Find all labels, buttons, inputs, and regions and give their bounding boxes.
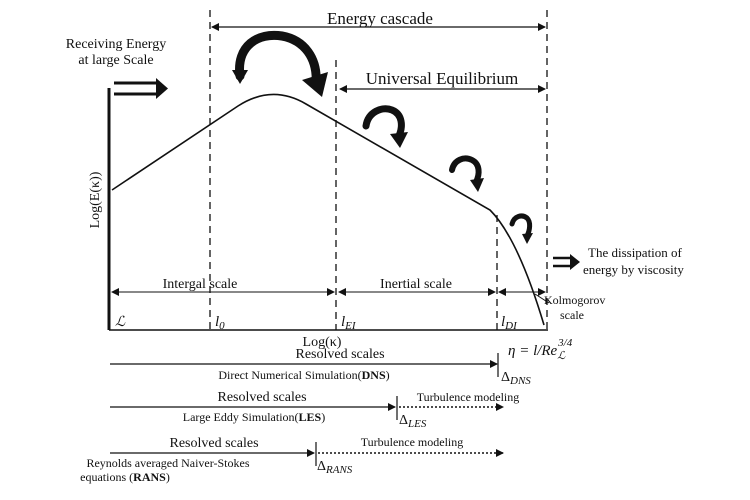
inertial-scale-label: Inertial scale <box>380 277 452 292</box>
rans-method-label-2: equations (RANS) <box>80 470 170 484</box>
dns-resolved-label: Resolved scales <box>295 347 384 362</box>
dns-method-label: Direct Numerical Simulation(DNS) <box>218 368 389 382</box>
small-eddy-arrow <box>449 155 484 192</box>
kolmogorov-eta-formula: η = l/Reℒ3/4 <box>508 337 573 362</box>
rans-modeling-label: Turbulence modeling <box>361 435 464 449</box>
rans-delta: ΔRANS <box>317 459 353 476</box>
scale-label-l0: l0 <box>215 314 225 332</box>
receiving-energy-label-2: at large Scale <box>78 53 153 68</box>
dissipation-label-2: energy by viscosity <box>583 262 684 277</box>
kolmogorov-label-1: Kolmogorov <box>544 293 605 307</box>
large-eddy-arrow <box>232 30 328 97</box>
x-axis-label: Log(κ) <box>303 335 342 350</box>
les-method-label: Large Eddy Simulation(LES) <box>183 410 325 424</box>
les-modeling-label: Turbulence modeling <box>417 390 520 404</box>
y-axis-label: Log(E(κ)) <box>88 171 103 228</box>
dissipation-label-1: The dissipation of <box>588 245 683 260</box>
rans-resolved-label: Resolved scales <box>169 436 258 451</box>
les-resolved-label: Resolved scales <box>217 390 306 405</box>
integral-scale-label: Intergal scale <box>163 277 238 292</box>
tiny-eddy-arrow <box>509 213 533 244</box>
les-delta: ΔLES <box>399 413 427 430</box>
universal-equilibrium-label: Universal Equilibrium <box>366 69 519 88</box>
receiving-energy-label-1: Receiving Energy <box>66 37 166 52</box>
scale-label-lEI: lEI <box>341 314 357 332</box>
receiving-energy-double-arrow <box>114 78 168 99</box>
kolmogorov-pointer <box>534 293 550 304</box>
energy-cascade-label: Energy cascade <box>327 9 433 28</box>
energy-spectrum-curve <box>111 93 545 326</box>
scale-label-lDI: lDI <box>501 314 518 332</box>
medium-eddy-arrow <box>362 105 408 148</box>
dissipation-double-arrow <box>553 254 580 270</box>
rans-method-label-1: Reynolds averaged Naiver-Stokes <box>86 456 249 470</box>
kolmogorov-label-2: scale <box>560 308 584 322</box>
scale-label-L: ℒ <box>115 315 126 330</box>
dns-delta: ΔDNS <box>501 370 531 387</box>
